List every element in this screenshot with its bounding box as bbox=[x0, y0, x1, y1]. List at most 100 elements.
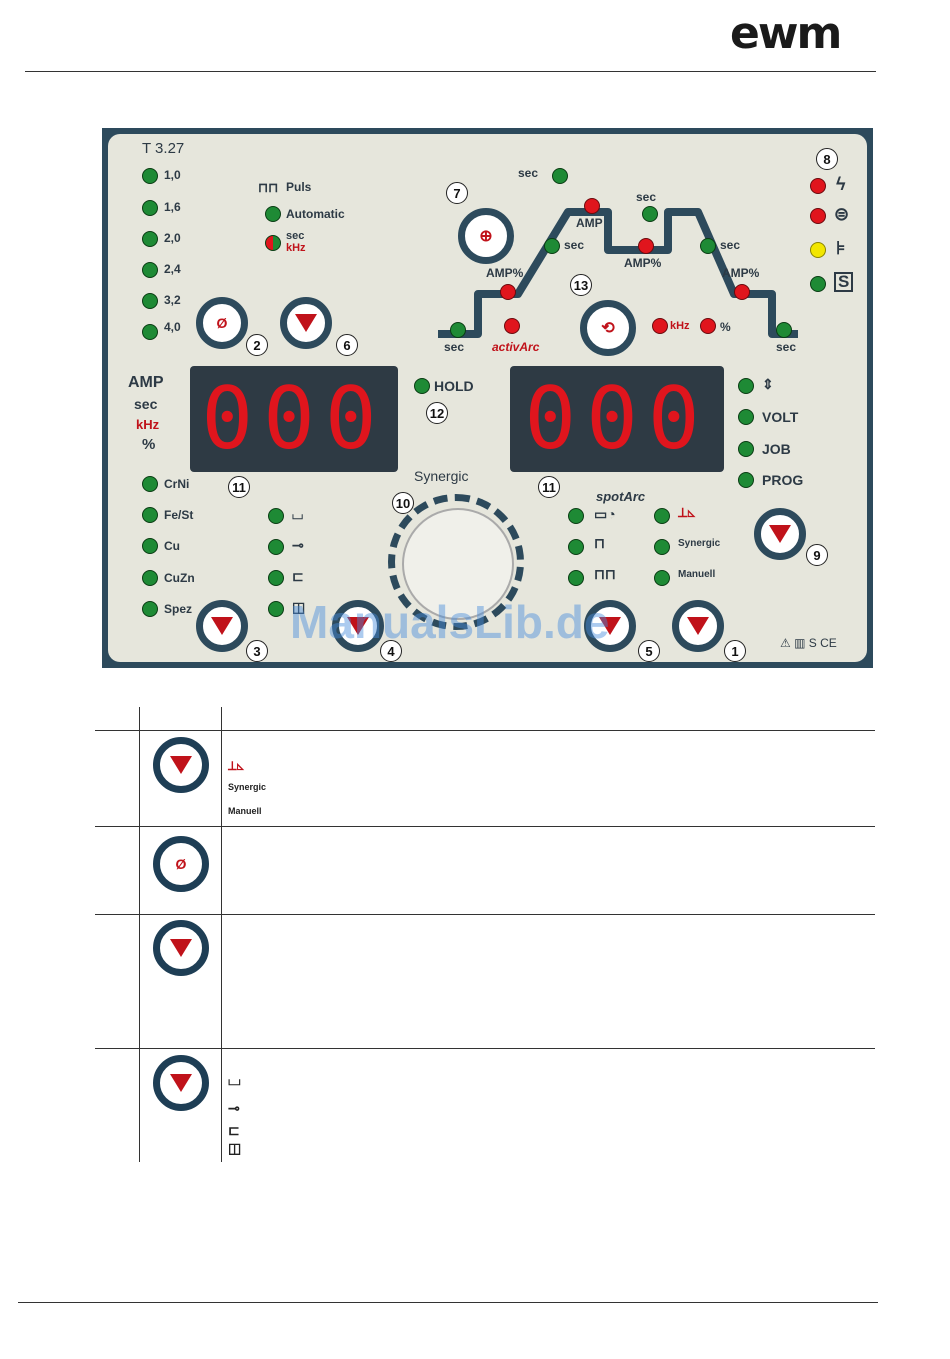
callout-9: 9 bbox=[806, 544, 828, 566]
led-lap-weld bbox=[268, 570, 284, 586]
led-cuzn bbox=[142, 570, 158, 586]
diameter-label-4: 2,4 bbox=[164, 262, 181, 276]
callout-6: 6 bbox=[336, 334, 358, 356]
down-arrow-icon bbox=[170, 1074, 192, 1092]
diameter-icon: Ø bbox=[216, 315, 228, 331]
down-arrow-icon bbox=[347, 617, 369, 635]
welding-sequence-graph bbox=[438, 208, 798, 338]
pulse-khz-label: kHz bbox=[670, 320, 690, 332]
secondary-current-label: AMP% bbox=[624, 256, 662, 270]
led-job bbox=[738, 441, 754, 457]
led-fillet-weld bbox=[268, 508, 284, 524]
lightning-icon: ϟ bbox=[836, 174, 846, 194]
material-fest: Fe/St bbox=[164, 508, 194, 522]
automatic-label: Automatic bbox=[286, 207, 345, 221]
footer-rule bbox=[18, 1302, 878, 1303]
led-s-sign bbox=[810, 276, 826, 292]
torch-icon: ⊧ bbox=[836, 238, 846, 258]
table-header-rule bbox=[95, 730, 875, 731]
callout-5: 5 bbox=[638, 640, 660, 662]
led-butt-weld bbox=[268, 539, 284, 555]
cycle-arrows-icon: ⟲ bbox=[601, 320, 615, 337]
mma-manuell-label: Manuell bbox=[678, 569, 716, 580]
callout-4: 4 bbox=[380, 640, 402, 662]
callout-3: 3 bbox=[246, 640, 268, 662]
sequence-select-button[interactable]: ⟲ bbox=[580, 300, 636, 356]
prog-label: PROG bbox=[762, 472, 804, 488]
led-diameter-5 bbox=[142, 293, 158, 309]
fillet-weld-icon: ⌴ bbox=[228, 1072, 241, 1089]
lap-weld-icon: ⊏ bbox=[228, 1122, 240, 1138]
led-overtemperature bbox=[810, 208, 826, 224]
four-stroke-icon: ⊓⊓ bbox=[594, 566, 616, 582]
left-display: 000 bbox=[190, 366, 398, 472]
corner-weld-icon: ◫ bbox=[228, 1140, 242, 1156]
table-rule-3 bbox=[95, 1048, 875, 1049]
joint-type-button[interactable] bbox=[332, 600, 384, 652]
led-gas-start bbox=[450, 322, 466, 338]
led-pulse-time bbox=[642, 206, 658, 222]
puls-icon: ⊓⊓ bbox=[258, 180, 279, 195]
right-display-value: 000 bbox=[524, 369, 710, 469]
torch-mode-button[interactable]: ⊕ bbox=[458, 208, 514, 264]
diameter-icon: Ø bbox=[175, 856, 187, 872]
knob-scale bbox=[388, 494, 524, 630]
hold-label: HOLD bbox=[434, 378, 474, 394]
led-automatic bbox=[265, 206, 281, 222]
led-hold bbox=[414, 378, 430, 394]
led-prog bbox=[738, 472, 754, 488]
led-collective-fault bbox=[810, 178, 826, 194]
down-arrow-icon bbox=[170, 939, 192, 957]
down-arrow-icon bbox=[295, 314, 317, 332]
table-button-material bbox=[153, 920, 209, 976]
led-tig bbox=[654, 508, 670, 524]
led-upslope bbox=[544, 238, 560, 254]
model-label: T 3.27 bbox=[142, 140, 185, 157]
led-pulse-balance bbox=[700, 318, 716, 334]
led-wire-feed bbox=[738, 378, 754, 394]
table-rule-1 bbox=[95, 826, 875, 827]
table-button-joint bbox=[153, 1055, 209, 1111]
puls-select-button[interactable] bbox=[280, 297, 332, 349]
lap-weld-icon: ⊏ bbox=[292, 568, 304, 584]
mma-manuell-label: Manuell bbox=[228, 806, 262, 816]
callout-8: 8 bbox=[816, 148, 838, 170]
two-stroke-icon: ⊓ bbox=[594, 535, 605, 551]
material-crni: CrNi bbox=[164, 477, 190, 491]
temperature-icon: ⊜ bbox=[834, 204, 850, 224]
volt-label: VOLT bbox=[762, 409, 799, 425]
synergic-label: Synergic bbox=[414, 468, 469, 484]
welding-process-button[interactable] bbox=[672, 600, 724, 652]
torch-trigger-icon: ⊕ bbox=[479, 228, 493, 245]
butt-weld-icon: ⊸ bbox=[228, 1100, 240, 1116]
unit-percent: % bbox=[142, 436, 156, 453]
display-switch-button[interactable] bbox=[754, 508, 806, 560]
led-4-stroke bbox=[568, 570, 584, 586]
left-display-value: 000 bbox=[201, 369, 387, 469]
diameter-label-1: 1,0 bbox=[164, 168, 181, 182]
down-arrow-icon bbox=[687, 617, 709, 635]
puls-label: Puls bbox=[286, 180, 312, 194]
table-button-process bbox=[153, 737, 209, 793]
down-arrow-icon bbox=[170, 756, 192, 774]
operating-mode-button[interactable] bbox=[584, 600, 636, 652]
pulse-sec-label: sec bbox=[636, 190, 657, 204]
activarc-label: activArc bbox=[492, 340, 540, 354]
material-button[interactable] bbox=[196, 600, 248, 652]
led-sec-khz bbox=[265, 235, 281, 251]
main-current-label: AMP bbox=[576, 216, 603, 230]
led-corner-weld bbox=[268, 601, 284, 617]
led-main-current bbox=[584, 198, 600, 214]
led-activarc bbox=[504, 318, 520, 334]
diameter-button[interactable]: Ø bbox=[196, 297, 248, 349]
led-end-current bbox=[734, 284, 750, 300]
wire-feed-icon: ⇕ bbox=[762, 376, 774, 392]
led-gas-preflow-sec bbox=[552, 168, 568, 184]
diameter-label-2: 1,6 bbox=[164, 200, 181, 214]
main-knob[interactable] bbox=[402, 508, 514, 620]
led-diameter-1 bbox=[142, 168, 158, 184]
led-diameter-4 bbox=[142, 262, 158, 278]
diameter-label-5: 3,2 bbox=[164, 293, 181, 307]
led-diameter-6 bbox=[142, 324, 158, 340]
down-arrow-icon bbox=[769, 525, 791, 543]
